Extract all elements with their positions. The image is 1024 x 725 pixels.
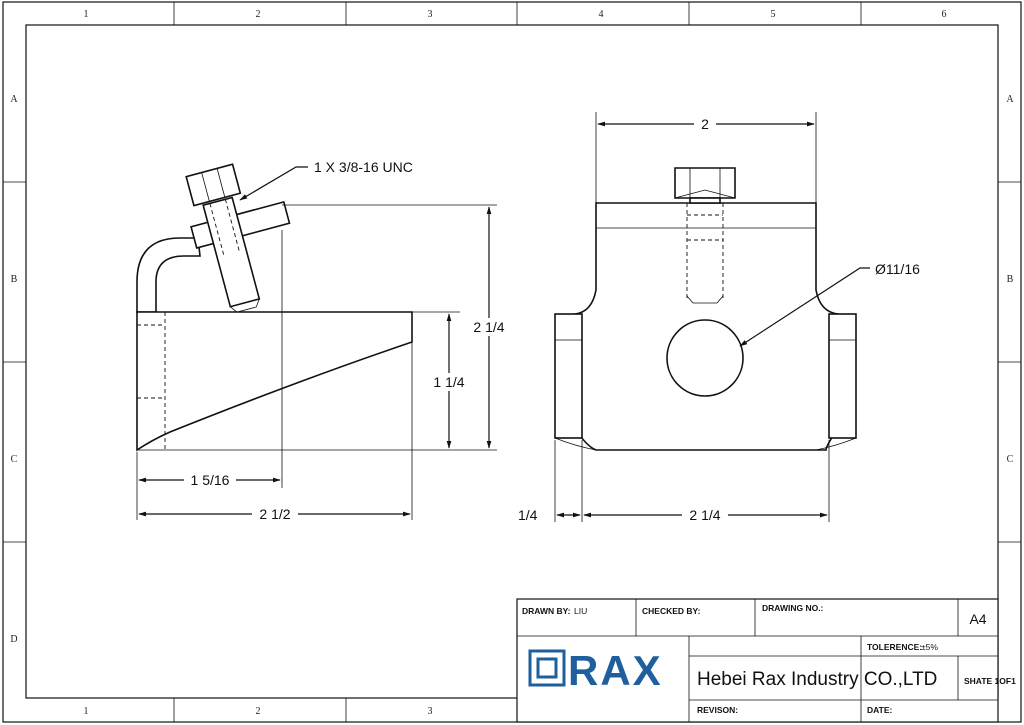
title-block: DRAWN BY: LIU CHECKED BY: DRAWING NO.: A…: [516, 598, 1016, 723]
zone-col-6-top: 6: [942, 9, 947, 20]
logo-text: RAX: [568, 647, 663, 694]
zone-col-2-top: 2: [256, 9, 261, 20]
side-view-hook: [136, 237, 201, 313]
front-view-flange-left: [554, 313, 583, 439]
zone-col-1-bottom: 1: [84, 706, 89, 717]
front-view: Ø11/16 2 1/4 2 1/4: [518, 112, 920, 523]
zone-row-a-left: A: [10, 94, 18, 105]
drawing-no-label: DRAWING NO.:: [762, 603, 824, 613]
zone-row-d-left: D: [10, 634, 17, 645]
zone-col-2-bottom: 2: [256, 706, 261, 717]
sheet-size: A4: [969, 611, 986, 627]
zone-col-3-bottom: 3: [428, 706, 433, 717]
zone-labels: 1 2 3 4 5 6 1 2 3 A B C D A B C: [10, 9, 1014, 717]
drawn-by-value: LIU: [574, 606, 587, 616]
dim-hole: Ø11/16: [875, 261, 920, 277]
front-view-flange-right: [828, 313, 857, 439]
sheet-number: SHATE 1OF1: [964, 676, 1016, 686]
side-view-bolt: [185, 163, 261, 313]
zone-row-b-right: B: [1007, 274, 1014, 285]
zone-row-b-left: B: [11, 274, 18, 285]
zone-col-5-top: 5: [771, 9, 776, 20]
zone-col-4-top: 4: [599, 9, 604, 20]
zone-col-3-top: 3: [428, 9, 433, 20]
thread-note: 1 X 3/8-16 UNC: [314, 159, 413, 175]
front-view-hole: [666, 319, 744, 397]
dim-length: 2 1/2: [259, 506, 290, 522]
tolerance-label: TOLERENCE:: [867, 642, 922, 652]
rax-logo: RAX: [528, 647, 663, 694]
date-label: DATE:: [867, 705, 893, 715]
dim-body-width: 2 1/4: [689, 507, 720, 523]
side-view-wedge-body: [136, 311, 413, 452]
dim-flange: 1/4: [518, 507, 538, 523]
zone-row-c-left: C: [11, 454, 18, 465]
revision-label: REVISON:: [697, 705, 738, 715]
zone-row-c-right: C: [1007, 454, 1014, 465]
dim-top-width: 2: [701, 116, 709, 132]
checked-by-label: CHECKED BY:: [642, 606, 701, 616]
front-view-bolt-head: [674, 167, 736, 199]
drawn-by-label: DRAWN BY:: [522, 606, 571, 616]
side-view: 1 X 3/8-16 UNC 2 1/4 1 1/4 1 5/16 2 1/2: [136, 159, 512, 522]
dim-offset: 1 5/16: [191, 472, 230, 488]
zone-row-a-right: A: [1006, 94, 1014, 105]
dim-height-total: 2 1/4: [473, 319, 504, 335]
company-name: Hebei Rax Industry CO.,LTD: [697, 669, 937, 690]
zone-col-1-top: 1: [84, 9, 89, 20]
dim-height-body: 1 1/4: [433, 374, 464, 390]
tolerance-value: ±5%: [921, 642, 938, 652]
